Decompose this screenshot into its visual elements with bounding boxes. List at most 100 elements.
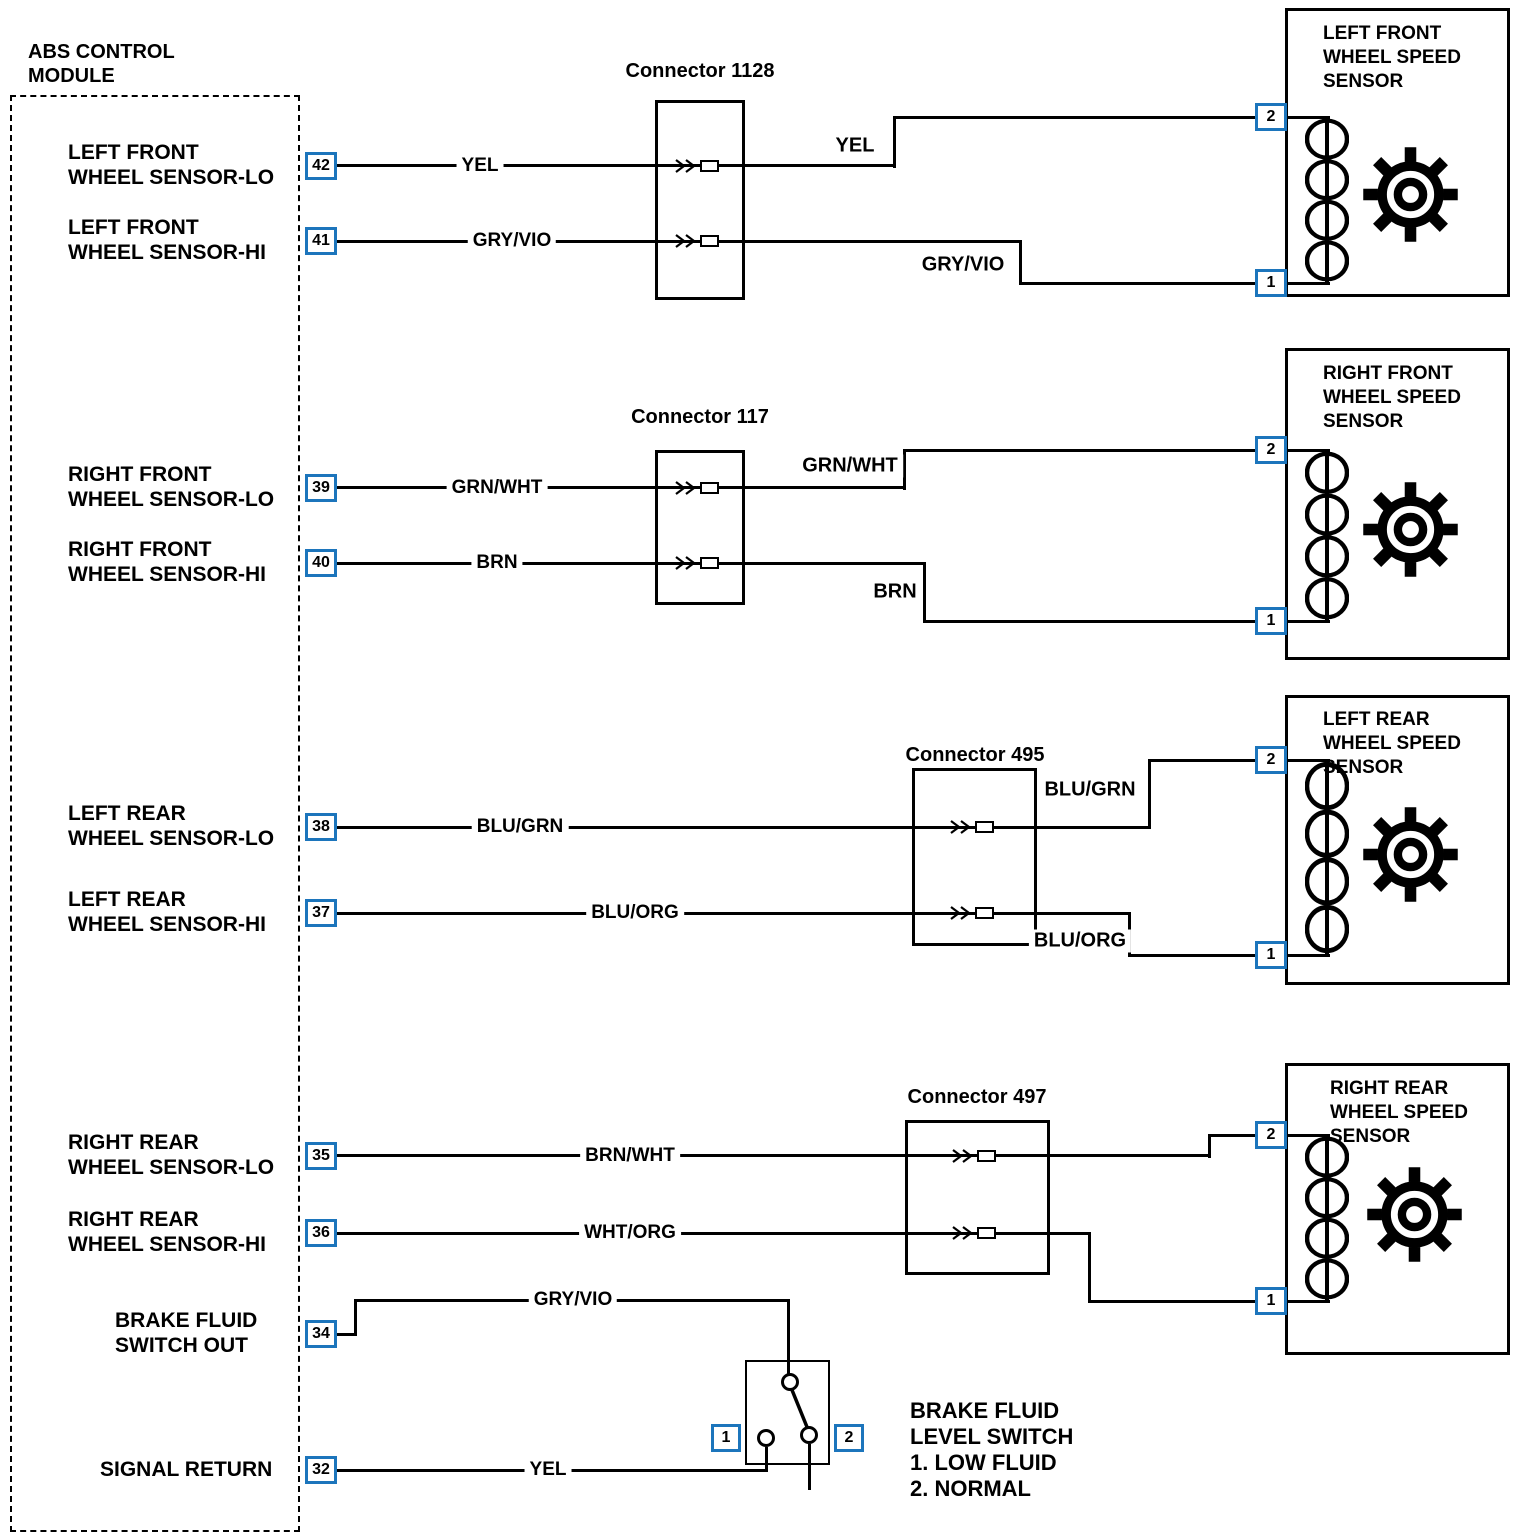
connector-arrow-icon xyxy=(673,480,727,496)
gear-icon xyxy=(1362,1162,1467,1267)
wire-pin40-to-sensor xyxy=(925,620,1255,623)
wire-pin40-horizontal xyxy=(337,562,925,565)
pin-35: 35 xyxy=(305,1142,337,1170)
wire-label-lr-lo-out: BLU/GRN xyxy=(1039,778,1141,802)
sensor-lf-pin-1: 1 xyxy=(1255,269,1287,297)
connector-497-box xyxy=(905,1120,1050,1275)
pin-label-32: SIGNAL RETURN xyxy=(100,1458,273,1481)
sensor-right-rear-box xyxy=(1285,1063,1510,1355)
wire-rf-coil-stub-top xyxy=(1287,449,1330,452)
wire-lf-coil-stub-top xyxy=(1287,116,1330,119)
connector-497-label: Connector 497 xyxy=(907,1086,1047,1108)
connector-arrow-icon xyxy=(673,158,727,174)
wire-label-pin32: YEL xyxy=(524,1459,572,1481)
switch-contact-left xyxy=(757,1429,775,1447)
wire-switch-left-lead xyxy=(765,1447,768,1472)
brake-fluid-switch-legend: BRAKE FLUID LEVEL SWITCH 1. LOW FLUID 2.… xyxy=(910,1398,1074,1501)
wire-pin42-to-sensor xyxy=(895,116,1255,119)
sensor-left-rear-box xyxy=(1285,695,1510,985)
connector-117-label: Connector 117 xyxy=(631,406,769,428)
wire-label-pin39: GRN/WHT xyxy=(446,477,548,499)
connector-arrow-icon xyxy=(948,819,1002,835)
switch-pin-2: 2 xyxy=(834,1424,864,1452)
wire-pin39-to-sensor xyxy=(905,449,1255,452)
pin-40: 40 xyxy=(305,549,337,577)
wire-pin35-horizontal xyxy=(337,1154,1210,1157)
sensor-left-front-title: LEFT FRONT WHEEL SPEED SENSOR xyxy=(1323,23,1461,92)
wire-lf-coil-stub-bottom xyxy=(1287,282,1330,285)
connector-1128-box xyxy=(655,100,745,300)
wire-label-pin40: BRN xyxy=(471,552,523,574)
sensor-lr-pin-2: 2 xyxy=(1255,746,1287,774)
wire-pin39-horizontal xyxy=(337,486,905,489)
sensor-rf-pin-1: 1 xyxy=(1255,607,1287,635)
pin-label-37: LEFT REAR WHEEL SENSOR-HI xyxy=(68,888,266,936)
wire-switch-right-stub xyxy=(808,1444,811,1490)
wire-pin35-to-sensor xyxy=(1210,1134,1255,1137)
switch-contact-top xyxy=(781,1373,799,1391)
wire-pin34-stub xyxy=(337,1333,357,1336)
pin-41: 41 xyxy=(305,227,337,255)
wire-pin35-corner-vertical xyxy=(1208,1134,1211,1158)
wire-pin37-horizontal xyxy=(337,912,1130,915)
pin-label-40: RIGHT FRONT WHEEL SENSOR-HI xyxy=(68,538,266,586)
connector-495-label: Connector 495 xyxy=(905,744,1045,766)
wire-pin41-to-sensor xyxy=(1020,282,1255,285)
connector-495-box xyxy=(912,768,1037,946)
coil-icon xyxy=(1305,760,1349,955)
pin-label-38: LEFT REAR WHEEL SENSOR-LO xyxy=(68,802,275,850)
wire-label-pin37: BLU/ORG xyxy=(586,902,684,924)
sensor-right-front-title: RIGHT FRONT WHEEL SPEED SENSOR xyxy=(1323,363,1461,432)
pin-label-35: RIGHT REAR WHEEL SENSOR-LO xyxy=(68,1131,275,1179)
wire-label-pin38: BLU/GRN xyxy=(471,816,569,838)
wire-label-pin35: BRN/WHT xyxy=(580,1145,680,1167)
wire-pin42-corner-vertical xyxy=(893,116,896,168)
wire-pin38-horizontal xyxy=(337,826,1150,829)
wire-pin40-corner-vertical xyxy=(923,562,926,623)
abs-module-box xyxy=(10,95,300,1532)
switch-blade xyxy=(790,1389,809,1428)
pin-34: 34 xyxy=(305,1320,337,1348)
sensor-left-front-box xyxy=(1285,8,1510,297)
pin-36: 36 xyxy=(305,1219,337,1247)
connector-arrow-icon xyxy=(673,233,727,249)
wire-lr-coil-stub-top xyxy=(1287,759,1330,762)
connector-1128-label: Connector 1128 xyxy=(625,60,775,82)
wire-rf-coil-stub-bottom xyxy=(1287,620,1330,623)
sensor-rr-pin-1: 1 xyxy=(1255,1287,1287,1315)
pin-38: 38 xyxy=(305,813,337,841)
wire-pin36-horizontal xyxy=(337,1232,1090,1235)
connector-117-box xyxy=(655,450,745,605)
gear-icon xyxy=(1358,477,1463,582)
wire-pin36-to-sensor xyxy=(1090,1300,1255,1303)
pin-32: 32 xyxy=(305,1456,337,1484)
wire-label-pin41: GRY/VIO xyxy=(467,230,557,252)
connector-arrow-icon xyxy=(950,1225,1004,1241)
wire-pin41-horizontal xyxy=(337,240,1020,243)
wire-pin34-riser xyxy=(354,1299,357,1336)
wire-label-pin36: WHT/ORG xyxy=(579,1222,681,1244)
connector-arrow-icon xyxy=(948,905,1002,921)
wire-pin38-corner-vertical xyxy=(1148,759,1151,829)
pin-37: 37 xyxy=(305,899,337,927)
wire-pin34-to-switch xyxy=(787,1299,790,1375)
wire-label-pin42: YEL xyxy=(456,155,504,177)
coil-icon xyxy=(1305,450,1349,621)
wire-pin38-to-sensor xyxy=(1150,759,1255,762)
abs-module-title: ABS CONTROL MODULE xyxy=(28,41,175,87)
pin-label-34: BRAKE FLUID SWITCH OUT xyxy=(115,1309,258,1357)
sensor-right-rear-title: RIGHT REAR WHEEL SPEED SENSOR xyxy=(1330,1078,1468,1147)
switch-pin-1: 1 xyxy=(711,1424,741,1452)
wire-rr-coil-stub-bottom xyxy=(1287,1300,1330,1303)
wire-label-lr-hi-out: BLU/ORG xyxy=(1028,929,1132,953)
sensor-rr-pin-2: 2 xyxy=(1255,1121,1287,1149)
coil-icon xyxy=(1305,1135,1349,1301)
wire-label-lf-lo-out: YEL xyxy=(830,134,880,158)
wire-pin41-corner-vertical xyxy=(1019,240,1022,285)
switch-contact-right xyxy=(800,1426,818,1444)
pin-label-36: RIGHT REAR WHEEL SENSOR-HI xyxy=(68,1208,266,1256)
gear-icon xyxy=(1358,802,1463,907)
wire-label-lf-hi-out: GRY/VIO xyxy=(916,253,1010,277)
wire-label-pin34: GRY/VIO xyxy=(528,1289,618,1311)
